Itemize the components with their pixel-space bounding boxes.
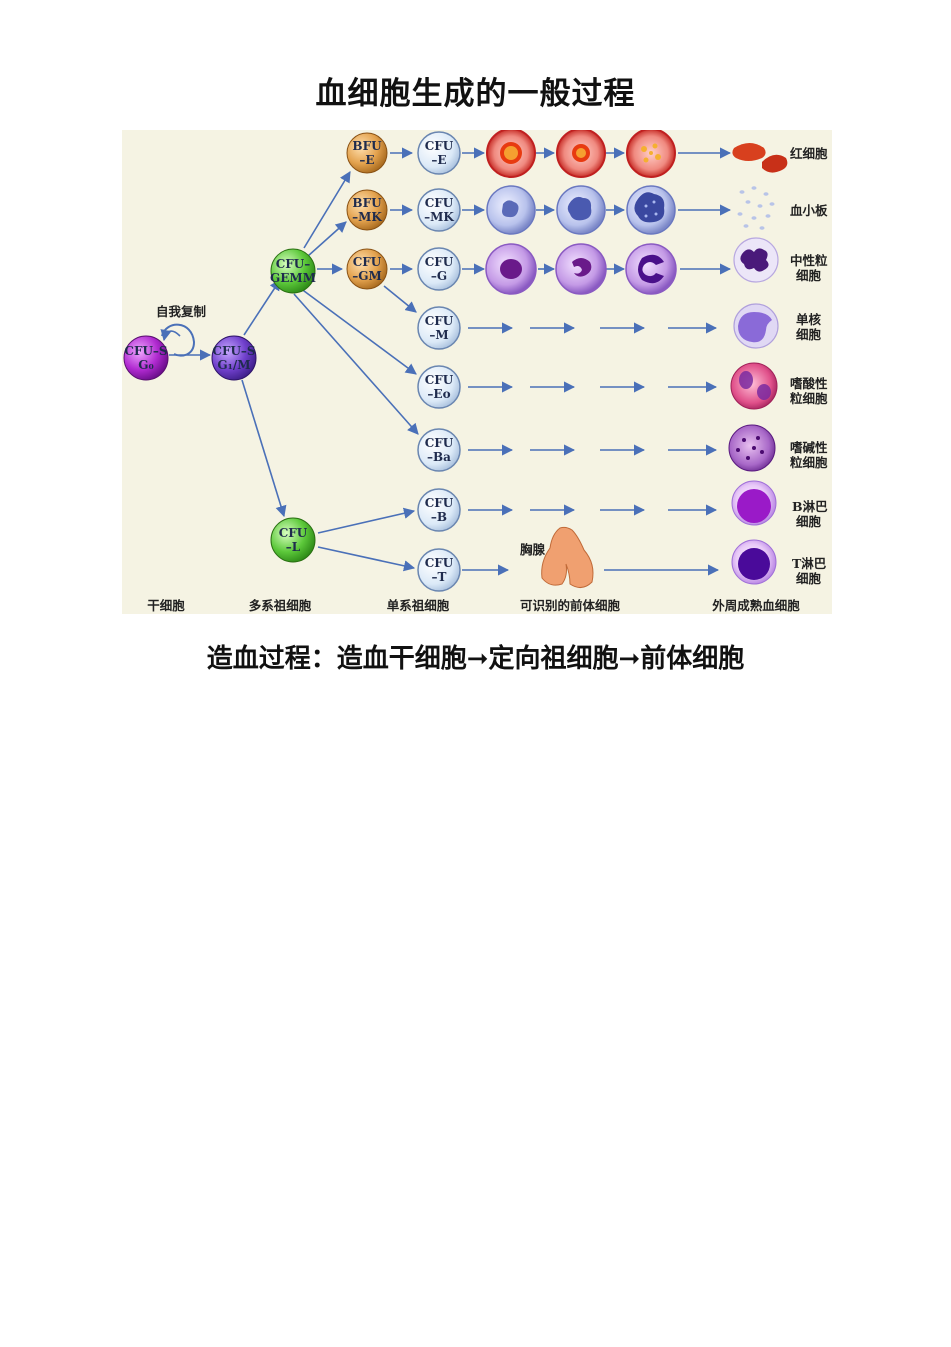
mature-cell-labels: 红细胞 血小板 中性粒细胞 单核细胞 嗜酸性粒细胞 嗜碱性粒细胞 B淋巴细胞 T… bbox=[790, 146, 828, 586]
label-erythrocyte: 红细胞 bbox=[790, 146, 828, 161]
erythroid-precursor-1 bbox=[486, 128, 536, 178]
column-multipotent: 多系祖细胞 bbox=[249, 598, 312, 613]
label-neutrophil: 中性粒细胞 bbox=[790, 253, 828, 283]
thymus-icon bbox=[541, 526, 594, 588]
node-cfu-m: CFU–M bbox=[425, 314, 454, 342]
column-mature: 外周成熟血细胞 bbox=[711, 598, 800, 613]
node-cfu-e: CFU–E bbox=[425, 139, 454, 167]
label-platelet: 血小板 bbox=[790, 203, 828, 218]
label-eosinophil: 嗜酸性粒细胞 bbox=[790, 376, 828, 406]
node-cfu-t: CFU–T bbox=[425, 556, 454, 584]
column-precursor: 可识别的前体细胞 bbox=[520, 598, 621, 613]
erythroid-precursor-2 bbox=[556, 128, 606, 178]
label-b-lymphocyte: B淋巴细胞 bbox=[792, 499, 828, 529]
self-renewal-label: 自我复制 bbox=[156, 304, 206, 319]
connection-arrows bbox=[160, 147, 732, 576]
granulocyte-precursor-2 bbox=[555, 243, 607, 295]
page-title: 血细胞生成的一般过程 bbox=[315, 76, 636, 112]
node-bfu-e: BFU–E bbox=[352, 139, 382, 167]
label-monocyte: 单核细胞 bbox=[796, 312, 822, 342]
label-basophil: 嗜碱性粒细胞 bbox=[790, 440, 828, 470]
erythrocyte-icon bbox=[732, 143, 788, 173]
eosinophil-icon bbox=[730, 362, 778, 410]
neutrophil-icon bbox=[733, 237, 779, 283]
mature-cells bbox=[728, 143, 788, 585]
node-cfu-mk: CFU–MK bbox=[424, 196, 454, 224]
platelet-icon bbox=[737, 186, 775, 230]
b-lymphocyte-icon bbox=[731, 480, 777, 526]
granulocyte-precursor-3 bbox=[625, 243, 677, 295]
column-stem-cell: 干细胞 bbox=[147, 598, 185, 613]
node-cfu-gemm: CFU–GEMM bbox=[270, 257, 316, 285]
basophil-icon bbox=[728, 424, 776, 472]
megakaryocyte-precursor-3 bbox=[626, 185, 676, 235]
node-cfu-gm: CFU–GM bbox=[352, 255, 382, 283]
stage-column-labels: 干细胞 多系祖细胞 单系祖细胞 可识别的前体细胞 外周成熟血细胞 bbox=[147, 598, 800, 613]
megakaryocyte-precursor-2 bbox=[556, 185, 606, 235]
granulocyte-precursor-1 bbox=[485, 243, 537, 295]
thymus-label: 胸腺 bbox=[520, 542, 546, 557]
t-lymphocyte-icon bbox=[731, 539, 777, 585]
process-caption: 造血过程：造血干细胞➞定向祖细胞➞前体细胞 bbox=[206, 644, 745, 674]
node-bfu-mk: BFU–MK bbox=[352, 196, 382, 224]
precursor-cells bbox=[485, 128, 677, 295]
column-committed: 单系祖细胞 bbox=[387, 598, 450, 613]
node-cfu-b: CFU–B bbox=[425, 496, 454, 524]
label-t-lymphocyte: T淋巴细胞 bbox=[792, 556, 827, 586]
node-cfu-eo: CFU–Eo bbox=[425, 373, 454, 401]
megakaryocyte-precursor-1 bbox=[486, 185, 536, 235]
node-cfu-ba: CFU–Ba bbox=[425, 436, 454, 464]
progenitor-nodes bbox=[123, 131, 461, 592]
node-cfu-l: CFU–L bbox=[279, 526, 308, 554]
erythroid-precursor-3 bbox=[626, 128, 676, 178]
monocyte-icon bbox=[733, 303, 779, 349]
node-cfu-g: CFU–G bbox=[425, 255, 454, 283]
